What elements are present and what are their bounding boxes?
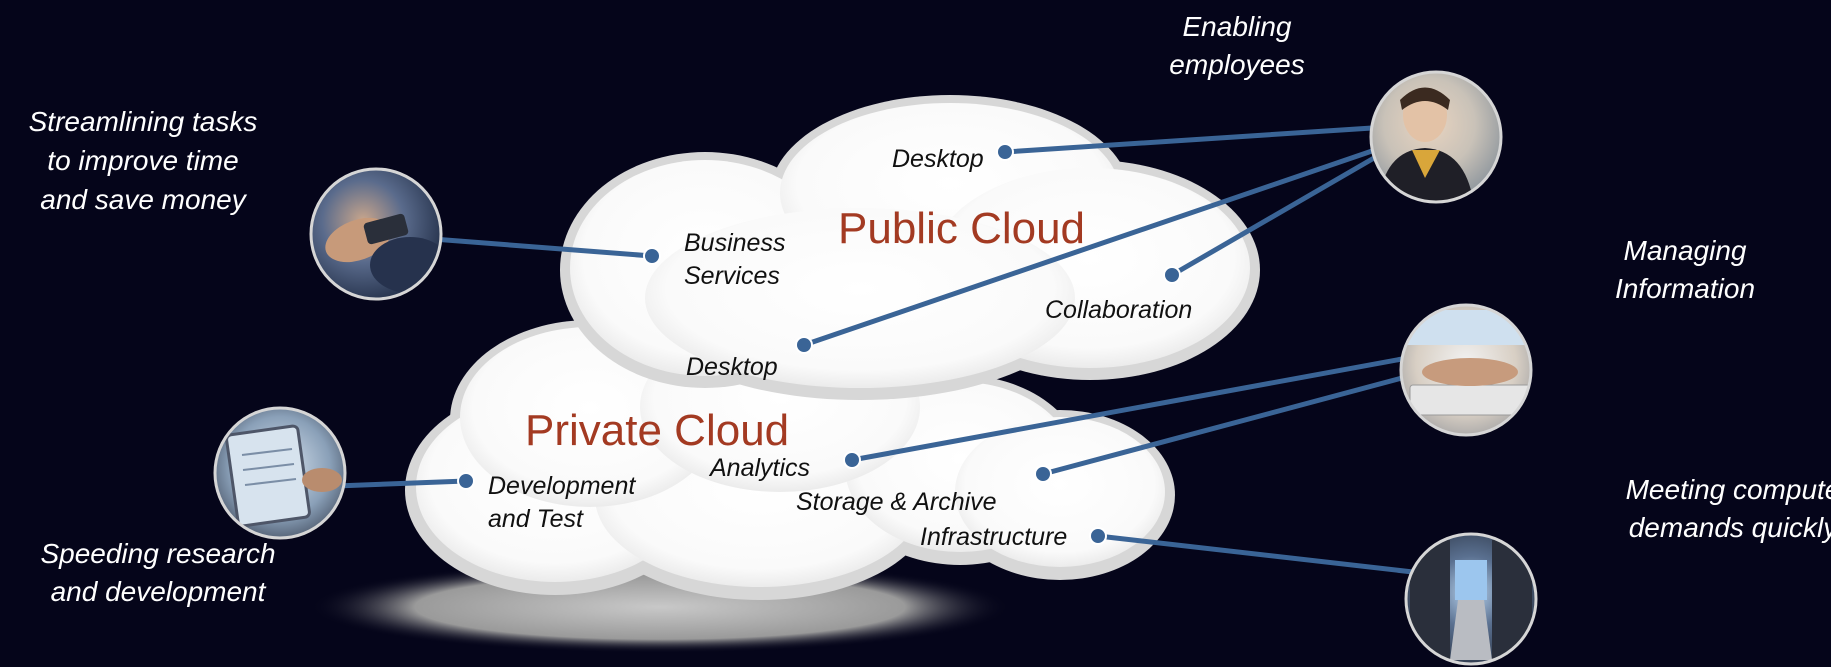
dot-analytics [843, 451, 861, 469]
photo-datacenter [1404, 532, 1538, 666]
outer-label-enabling-line2: employees [1169, 49, 1304, 80]
outer-label-managing-line2: Information [1615, 273, 1755, 304]
outer-label-meeting-line1: Meeting compute [1626, 474, 1831, 505]
dot-development-test [457, 472, 475, 490]
outer-label-streamlining-line1: Streamlining tasks [29, 106, 258, 137]
connector-desktop-lower [801, 148, 1375, 348]
label-collaboration: Collaboration [1045, 296, 1192, 324]
connector-storage-archive [1040, 375, 1405, 477]
connector-dots [457, 143, 1181, 545]
connector-desktop-upper [1002, 125, 1375, 155]
label-desktop-upper: Desktop [892, 145, 984, 173]
outer-label-enabling: Enabling employees [1169, 11, 1304, 80]
outer-label-speeding-line2: and development [51, 576, 267, 607]
outer-label-speeding-line1: Speeding research [40, 538, 275, 569]
photo-keyboard [1399, 303, 1533, 437]
outer-label-streamlining-line3: and save money [40, 184, 247, 215]
connector-business-services [417, 235, 655, 259]
public-cloud-title: Public Cloud [838, 204, 1085, 253]
photo-smartphone-hands [309, 167, 443, 301]
outer-label-streamlining-line2: to improve time [47, 145, 238, 176]
dot-desktop-lower [795, 336, 813, 354]
dot-infrastructure [1089, 527, 1107, 545]
label-storage-archive: Storage & Archive [796, 488, 997, 516]
connector-analytics [849, 356, 1405, 463]
dot-business-services [643, 247, 661, 265]
connectors [333, 125, 1416, 575]
label-development-test-line2: and Test [488, 505, 584, 533]
label-desktop-lower: Desktop [686, 353, 778, 381]
label-business-services-line1: Business [684, 229, 785, 257]
outer-label-managing: Managing Information [1615, 235, 1755, 304]
private-cloud-title: Private Cloud [525, 406, 789, 455]
label-business-services-line2: Services [684, 262, 780, 290]
label-infrastructure: Infrastructure [920, 523, 1067, 551]
dot-collaboration [1163, 266, 1181, 284]
outer-label-meeting: Meeting compute demands quickly [1626, 474, 1831, 543]
connector-collaboration [1169, 155, 1377, 278]
photo-tablet [213, 406, 347, 540]
label-development-test-line1: Development [488, 472, 636, 500]
outer-label-meeting-line2: demands quickly [1629, 512, 1831, 543]
outer-label-speeding: Speeding research and development [40, 538, 275, 607]
outer-label-enabling-line1: Enabling [1183, 11, 1292, 42]
label-analytics: Analytics [708, 454, 810, 482]
photo-employee [1369, 70, 1503, 204]
dot-storage-archive [1034, 465, 1052, 483]
public-cloud [560, 95, 1260, 400]
outer-label-managing-line1: Managing [1624, 235, 1747, 266]
dot-desktop-upper [996, 143, 1014, 161]
outer-label-streamlining: Streamlining tasks to improve time and s… [29, 106, 258, 215]
connector-infrastructure [1095, 533, 1416, 575]
connector-development-test [333, 478, 469, 489]
